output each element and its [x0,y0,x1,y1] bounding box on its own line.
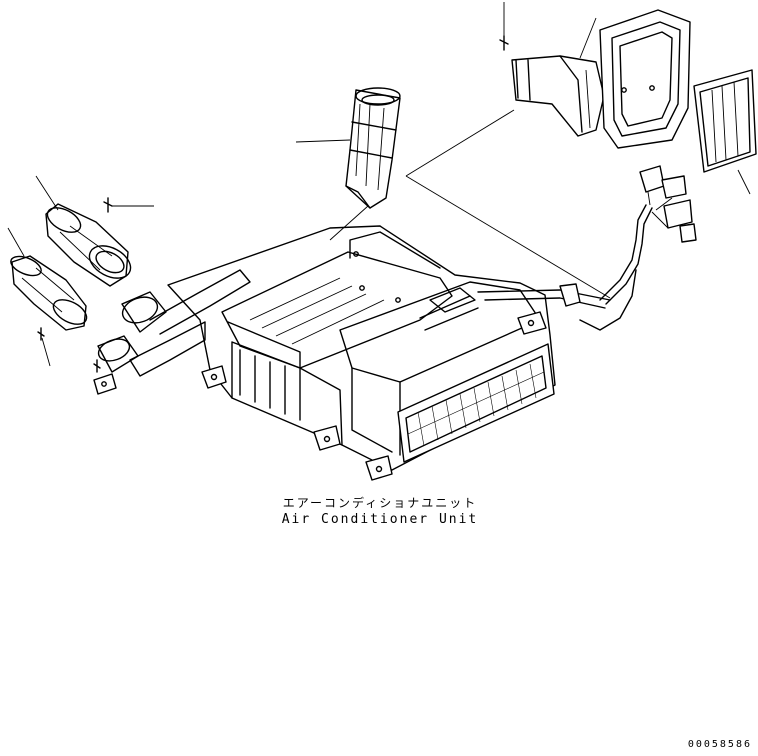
filter-frame [599,9,691,149]
upper-duct [329,87,401,241]
screw [37,35,509,373]
leader-lines [7,2,751,367]
air-filter-element [693,69,757,173]
recirc-air-intake-duct [511,55,605,137]
wiring-harness [579,165,697,331]
drawing-id: 00058586 [687,739,752,750]
caption-japanese: エアーコンディショナユニット [282,496,478,510]
caption-english: Air Conditioner Unit [281,512,479,527]
left-lower-duct-outlet [10,255,251,395]
front-filter-grille [397,343,555,463]
left-upper-duct-outlet [45,203,132,287]
